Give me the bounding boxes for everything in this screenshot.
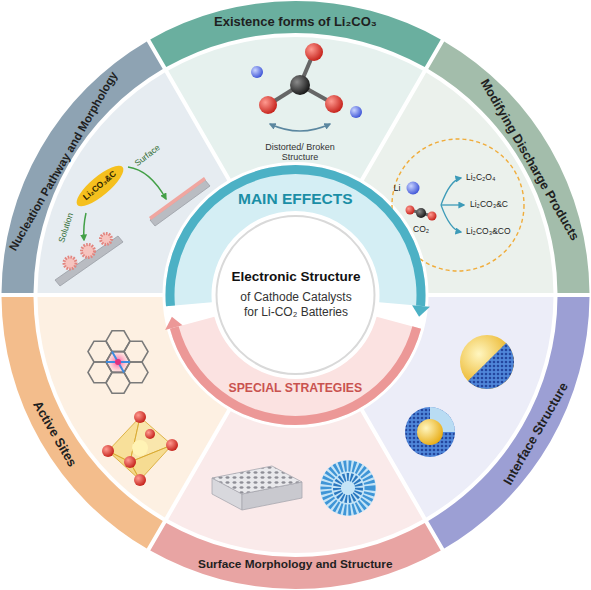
segment-band bbox=[150, 523, 441, 589]
flower-deposit bbox=[64, 257, 76, 269]
oxygen-atom bbox=[102, 445, 114, 457]
porous-surface bbox=[212, 466, 302, 494]
janus-particle bbox=[460, 335, 514, 389]
tag-oval bbox=[71, 160, 128, 212]
flower-deposit bbox=[101, 234, 112, 245]
lithium-atom bbox=[407, 182, 420, 195]
illustration-label: Li bbox=[394, 183, 401, 193]
strategy-arc: SPECIAL STRATEGIES bbox=[160, 307, 428, 432]
arc-stripe bbox=[170, 326, 421, 425]
segment-band bbox=[428, 297, 589, 549]
flower-deposit bbox=[82, 245, 95, 258]
segment-band bbox=[150, 1, 441, 67]
node-shape bbox=[425, 39, 591, 296]
ring-segment: Nucleation Pathway and Morphology bbox=[0, 39, 166, 297]
lithium-atom bbox=[350, 106, 362, 118]
ring-segment: Interface Structure bbox=[425, 294, 591, 551]
segment-label: Surface Morphology and Structure bbox=[198, 558, 393, 570]
segment-label: Interface Structure bbox=[501, 380, 571, 487]
segment-band bbox=[2, 41, 163, 293]
particle-core bbox=[417, 419, 443, 445]
segment-band bbox=[428, 41, 589, 293]
pathway-arrow bbox=[84, 213, 86, 240]
illustration-label: Li₂C₂O₄ bbox=[466, 173, 495, 183]
arc-arrow-tip bbox=[412, 305, 430, 317]
oxygen-atom bbox=[305, 43, 323, 61]
particle-half bbox=[468, 343, 514, 389]
ring-segment: Active Sites bbox=[0, 294, 166, 551]
center-disc bbox=[217, 216, 375, 374]
center-subtitle: of Cathode Catalysts for Li-CO₂ Batterie… bbox=[236, 290, 356, 321]
oxygen-atom bbox=[259, 96, 277, 114]
metal-atom bbox=[115, 359, 121, 365]
branch-arrow bbox=[441, 205, 461, 232]
illustration-label: Li₂CO₃&CO bbox=[466, 227, 511, 237]
arc-arrow-tip bbox=[165, 317, 182, 330]
illustration-label: CO₂ bbox=[413, 225, 429, 235]
illustration-label: Li₂CO₃&C bbox=[470, 200, 508, 210]
carbon-atom bbox=[416, 208, 426, 218]
node-shape bbox=[147, 0, 444, 70]
segment-label: Existence forms of Li₂CO₃ bbox=[214, 15, 377, 29]
arc-label: MAIN EFFECTS bbox=[238, 190, 353, 207]
oxygen-atom bbox=[124, 456, 136, 468]
ring-segment: Existence forms of Li₂CO₃ bbox=[147, 0, 444, 70]
oxygen-atom bbox=[134, 474, 146, 486]
oxygen-atom bbox=[428, 212, 437, 221]
ring-segment: Surface Morphology and Structure bbox=[147, 520, 444, 590]
center-atom bbox=[132, 440, 148, 456]
segment-label: Modifying Discharge Products bbox=[478, 77, 582, 243]
lithium-atom bbox=[251, 66, 263, 78]
double-arrow bbox=[270, 124, 330, 131]
segment-band bbox=[2, 297, 163, 549]
core-shell-particle bbox=[405, 407, 455, 457]
branch-arrow bbox=[441, 178, 461, 205]
oxygen-atom bbox=[325, 95, 343, 113]
flower-petals bbox=[337, 477, 359, 499]
hexagon bbox=[106, 372, 130, 393]
arc-label: SPECIAL STRATEGIES bbox=[229, 382, 363, 395]
oxygen-atom bbox=[145, 429, 155, 439]
node-shape bbox=[147, 520, 444, 590]
flower-petals bbox=[326, 466, 370, 510]
hexagon bbox=[106, 331, 130, 352]
flower-particle bbox=[320, 460, 376, 516]
node-shape bbox=[160, 307, 428, 432]
oxygen-atom bbox=[406, 206, 415, 215]
active-site-glow bbox=[107, 351, 129, 373]
illustration-label: Distorted/ Broken Structure bbox=[258, 142, 342, 163]
center-circle: Electronic Structure of Cathode Catalysts… bbox=[216, 215, 376, 375]
center-title: Electronic Structure bbox=[231, 269, 360, 285]
branch-arrow bbox=[441, 204, 464, 205]
arc-band bbox=[170, 317, 421, 425]
carbon-atom bbox=[290, 75, 310, 95]
center-text-box: Electronic Structure of Cathode Catalysts… bbox=[216, 215, 376, 375]
node-shape bbox=[425, 294, 591, 551]
ring-segment: Modifying Discharge Products bbox=[425, 39, 591, 296]
node-shape bbox=[0, 294, 166, 551]
pathway-arrow bbox=[128, 167, 166, 199]
oxygen-atom bbox=[166, 439, 178, 451]
oxygen-atom bbox=[134, 411, 146, 423]
node-shape bbox=[0, 39, 166, 297]
